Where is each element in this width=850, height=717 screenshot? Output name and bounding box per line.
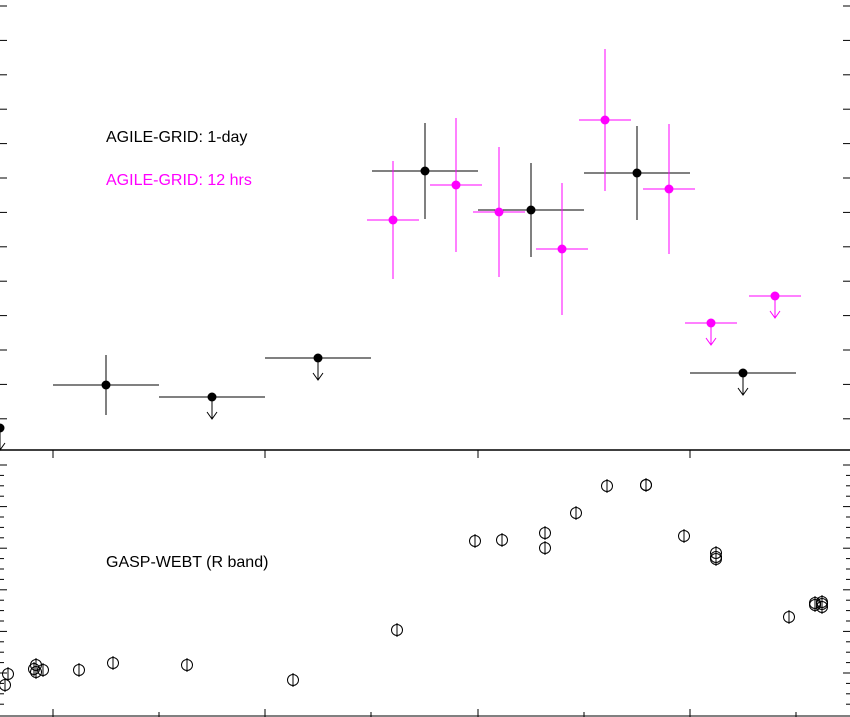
data-point (584, 126, 690, 220)
data-marker (494, 207, 504, 217)
data-marker (313, 353, 323, 363)
data-point (478, 163, 584, 257)
data-point (53, 355, 159, 415)
data-point (391, 623, 403, 637)
data-point (678, 529, 690, 543)
legend-label-12hrs: AGILE-GRID: 12 hrs (106, 172, 252, 189)
data-point (265, 353, 371, 381)
data-point (601, 479, 613, 493)
data-marker (388, 215, 398, 225)
data-marker (738, 368, 748, 378)
data-marker (526, 205, 536, 215)
data-marker (557, 244, 567, 254)
data-point (181, 658, 193, 672)
data-marker (101, 380, 111, 390)
data-point (536, 183, 588, 315)
data-point (539, 526, 551, 540)
upper-limit-arrowhead (769, 310, 781, 319)
data-point (469, 534, 481, 548)
data-point (159, 392, 265, 420)
data-point (749, 291, 801, 319)
upper-limit-arrowhead (737, 387, 749, 396)
legend-label-gasp-webt: GASP-WEBT (R band) (106, 554, 268, 571)
data-marker (664, 184, 674, 194)
data-point (30, 665, 42, 679)
data-marker (451, 180, 461, 190)
legend-label-1day: AGILE-GRID: 1-day (106, 129, 247, 146)
data-point (287, 673, 299, 687)
data-marker (632, 168, 642, 178)
upper-limit-arrowhead (0, 442, 6, 451)
data-point (473, 147, 525, 277)
data-point (570, 506, 582, 520)
data-marker (706, 318, 716, 328)
data-marker (770, 291, 780, 301)
data-point (539, 541, 551, 555)
upper-limit-arrowhead (312, 372, 324, 381)
data-point (690, 368, 796, 396)
data-point (710, 552, 722, 566)
upper-limit-arrowhead (206, 411, 218, 420)
data-point (640, 478, 652, 492)
data-point (685, 318, 737, 346)
chart-frame (0, 5, 850, 717)
data-point (809, 596, 821, 610)
data-point (816, 595, 828, 609)
data-point (367, 161, 419, 279)
optical-panel (0, 478, 828, 692)
data-point (643, 124, 695, 254)
data-point (107, 656, 119, 670)
data-point (73, 663, 85, 677)
data-point (783, 610, 795, 624)
data-marker (420, 166, 430, 176)
data-marker (600, 115, 610, 125)
upper-limit-arrowhead (705, 337, 717, 346)
data-marker (207, 392, 217, 402)
data-point (430, 118, 482, 252)
data-point (0, 423, 6, 451)
data-marker (0, 423, 5, 433)
data-point (37, 663, 49, 677)
data-point (579, 49, 631, 191)
data-point (0, 678, 11, 692)
data-point (372, 123, 478, 219)
data-point (496, 533, 508, 547)
gamma-panel (0, 49, 801, 451)
data-point (2, 667, 14, 681)
